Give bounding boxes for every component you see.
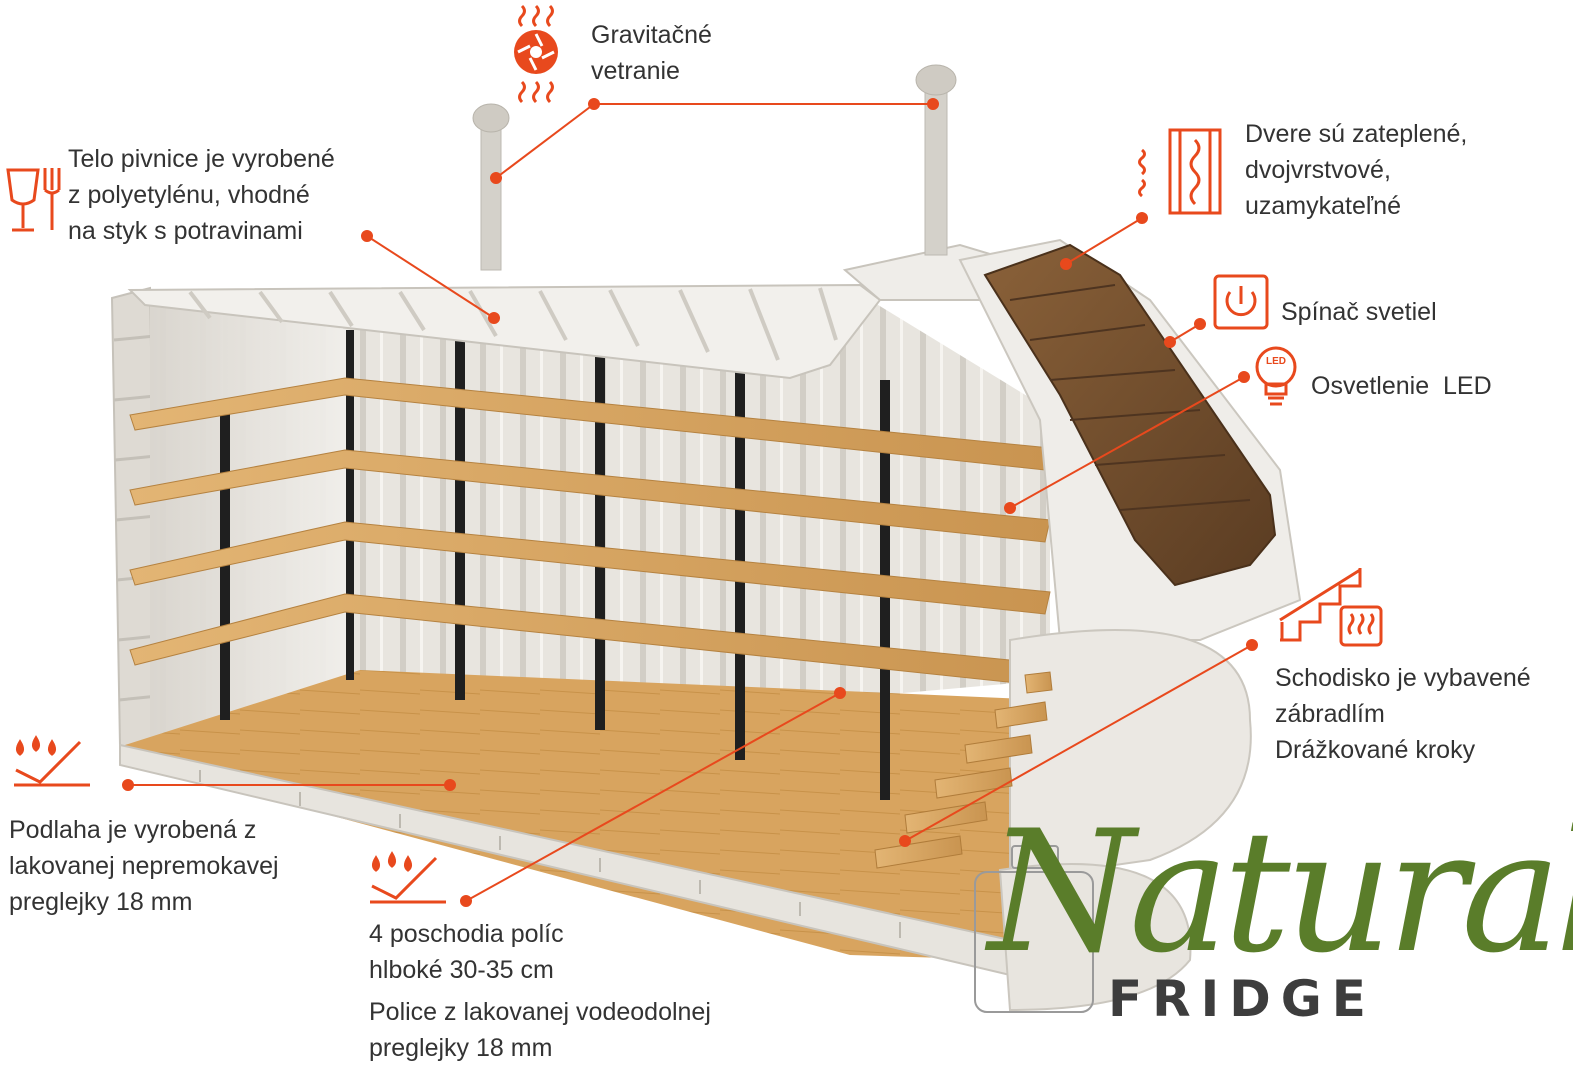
- floor: [125, 670, 1050, 960]
- led-icon-text: LED: [1266, 356, 1286, 367]
- leader-dot-body: [488, 312, 500, 324]
- leader-dot-door-label: [1136, 212, 1148, 224]
- callout-shelves-line-4: preglejky 18 mm: [369, 1034, 553, 1062]
- callout-ventilation: Gravitačné vetranie: [591, 17, 712, 89]
- callout-switch-line-1: Spínač svetiel: [1281, 298, 1437, 326]
- logo-script: Natural: [988, 794, 1573, 990]
- logo-wordmark: FRIDGE: [1108, 970, 1376, 1028]
- callout-shelves: 4 poschodia políc hlboké 30-35 cm Police…: [369, 916, 711, 1066]
- waterproof-icon: [14, 735, 90, 787]
- insulated-door: [983, 243, 1277, 587]
- callout-body: Telo pivnice je vyrobené z polyetylénu, …: [68, 141, 335, 249]
- callout-door-line-1: Dvere sú zateplené,: [1245, 120, 1468, 148]
- leader-dot-stairs: [899, 835, 911, 847]
- callout-switch: Spínač svetiel: [1281, 294, 1437, 330]
- leader-lines: [122, 98, 1258, 907]
- callout-shelves-line-2: hlboké 30-35 cm: [369, 956, 554, 984]
- leader-dot-floor: [444, 779, 456, 791]
- callout-floor-line-1: Podlaha je vyrobená z: [9, 816, 257, 844]
- logo-jar-icon: [974, 845, 1094, 1013]
- fan-heat-icon: [514, 4, 558, 104]
- leader-dot-vent-left: [490, 172, 502, 184]
- vent-pipe-right: [915, 64, 957, 256]
- callout-led-line-1: Osvetlenie LED: [1311, 372, 1492, 400]
- callout-floor: Podlaha je vyrobená z lakovanej nepremok…: [9, 812, 279, 920]
- callout-led: Osvetlenie LED: [1311, 368, 1492, 404]
- stairs-heat-icon: [1279, 568, 1383, 647]
- leader-dot-led: [1004, 502, 1016, 514]
- leader-dot-floor-label: [122, 779, 134, 791]
- insulated-door-icon: [1138, 128, 1222, 215]
- leader-dot-stairs-label: [1246, 639, 1258, 651]
- callout-door: Dvere sú zateplené, dvojvrstvové, uzamyk…: [1245, 116, 1467, 224]
- callout-stairs-line-3: Drážkované kroky: [1275, 736, 1476, 764]
- leader-dot-switch: [1164, 336, 1176, 348]
- shelf-2: [129, 449, 1051, 543]
- floor-base-ribs: [199, 770, 901, 938]
- callout-stairs-line-2: zábradlím: [1275, 700, 1385, 728]
- food-safe-icon: [6, 168, 61, 232]
- corrugated-roof: [127, 243, 1012, 380]
- callout-door-line-3: uzamykateľné: [1245, 192, 1401, 220]
- leader-dot-shelves: [834, 687, 846, 699]
- callout-floor-line-3: preglejky 18 mm: [9, 888, 193, 916]
- leader-dot-door: [1060, 258, 1072, 270]
- callout-floor-line-2: lakovanej nepremokavej: [9, 852, 279, 880]
- callout-body-line-2: z polyetylénu, vhodné: [68, 181, 310, 209]
- vent-pipe-left: [472, 103, 510, 271]
- callout-ventilation-line-2: vetranie: [591, 57, 680, 85]
- leader-dot-switch-label: [1194, 318, 1206, 330]
- callout-body-line-1: Telo pivnice je vyrobené: [68, 145, 335, 173]
- callout-body-line-3: na styk s potravinami: [68, 217, 303, 245]
- leader-dot-led-label: [1238, 371, 1250, 383]
- leader-dot-vent-right: [927, 98, 939, 110]
- leader-dot-shelves-label: [460, 895, 472, 907]
- callout-stairs-line-1: Schodisko je vybavené: [1275, 664, 1531, 692]
- leader-dot-vent-label: [588, 98, 600, 110]
- leader-dot-body-label: [361, 230, 373, 242]
- callout-shelves-line-1: 4 poschodia políc: [369, 920, 564, 948]
- shelf-3: [129, 521, 1051, 615]
- callout-shelves-line-3: Police z lakovanej vodeodolnej: [369, 998, 711, 1026]
- callout-ventilation-line-1: Gravitačné: [591, 21, 712, 49]
- cellar-body: [110, 64, 1302, 1012]
- led-bulb-icon: [1255, 346, 1297, 406]
- power-switch-icon: [1213, 274, 1269, 330]
- callout-stairs: Schodisko je vybavené zábradlím Drážkova…: [1275, 660, 1531, 768]
- waterproof-icon: [370, 851, 446, 904]
- callout-door-line-2: dvojvrstvové,: [1245, 156, 1391, 184]
